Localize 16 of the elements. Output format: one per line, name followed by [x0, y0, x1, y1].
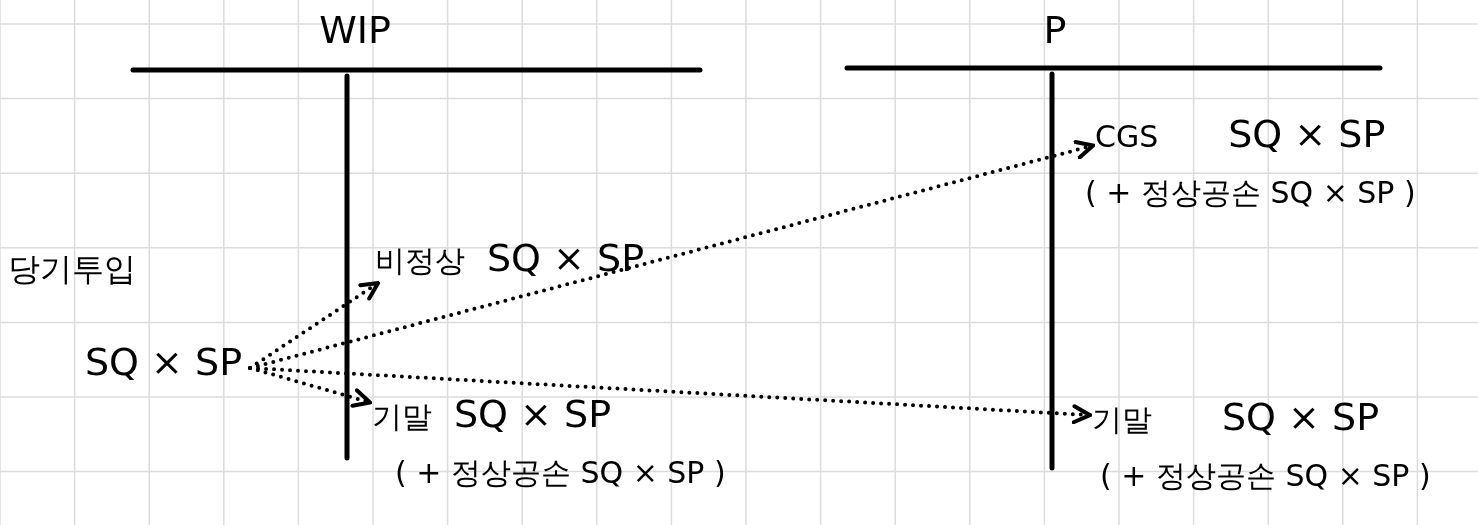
- account-item-label: 기말: [1092, 401, 1152, 439]
- note-text: ( + 정상공손 SQ × SP ): [1085, 174, 1416, 212]
- account-title: P: [1042, 8, 1068, 52]
- note-text: ( + 정상공손 SQ × SP ): [395, 454, 726, 492]
- amount-text: SQ × SP: [454, 392, 612, 436]
- account-title: WIP: [318, 8, 392, 52]
- note-text: ( + 정상공손 SQ × SP ): [1100, 457, 1431, 495]
- amount-text: SQ × SP: [487, 236, 645, 280]
- account-item-label: 기말: [372, 398, 432, 436]
- amount-text: SQ × SP: [1222, 395, 1380, 439]
- amount-text: SQ × SP: [85, 340, 243, 384]
- account-item-label: CGS: [1095, 118, 1159, 156]
- note-text: 당기투입: [8, 249, 136, 290]
- dotted-arrow: [248, 366, 1092, 425]
- amount-text: SQ × SP: [1228, 112, 1386, 156]
- account-item-label: 비정상: [375, 242, 465, 280]
